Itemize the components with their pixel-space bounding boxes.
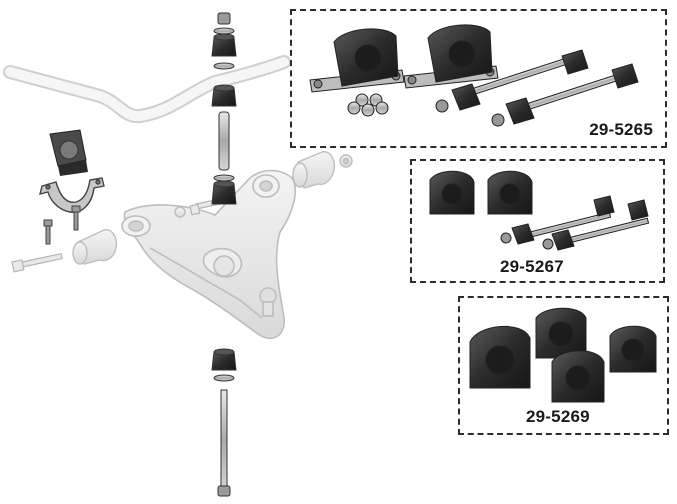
part-number-label: 29-5265 [589, 120, 653, 139]
part-number-label: 29-5267 [500, 257, 564, 276]
part-number-label: 29-5269 [526, 407, 590, 426]
kit-29-5269-parts [469, 307, 657, 403]
lower-control-arm [121, 169, 296, 340]
arm-bushings [72, 151, 353, 265]
lower-end-link-stack [211, 348, 237, 497]
kit-29-5265-parts [309, 24, 639, 127]
sway-bar [3, 55, 291, 124]
kit-29-5267-parts [429, 170, 650, 251]
kit-box-29-5269: 29-5269 [458, 296, 669, 435]
kit-box-29-5265: 29-5265 [290, 9, 667, 148]
end-link-stack [211, 12, 237, 205]
sway-bar-mount-bushing [49, 129, 88, 176]
kit-box-29-5267: 29-5267 [410, 159, 665, 283]
mount-bolts [43, 205, 81, 245]
mount-bracket [39, 177, 105, 213]
